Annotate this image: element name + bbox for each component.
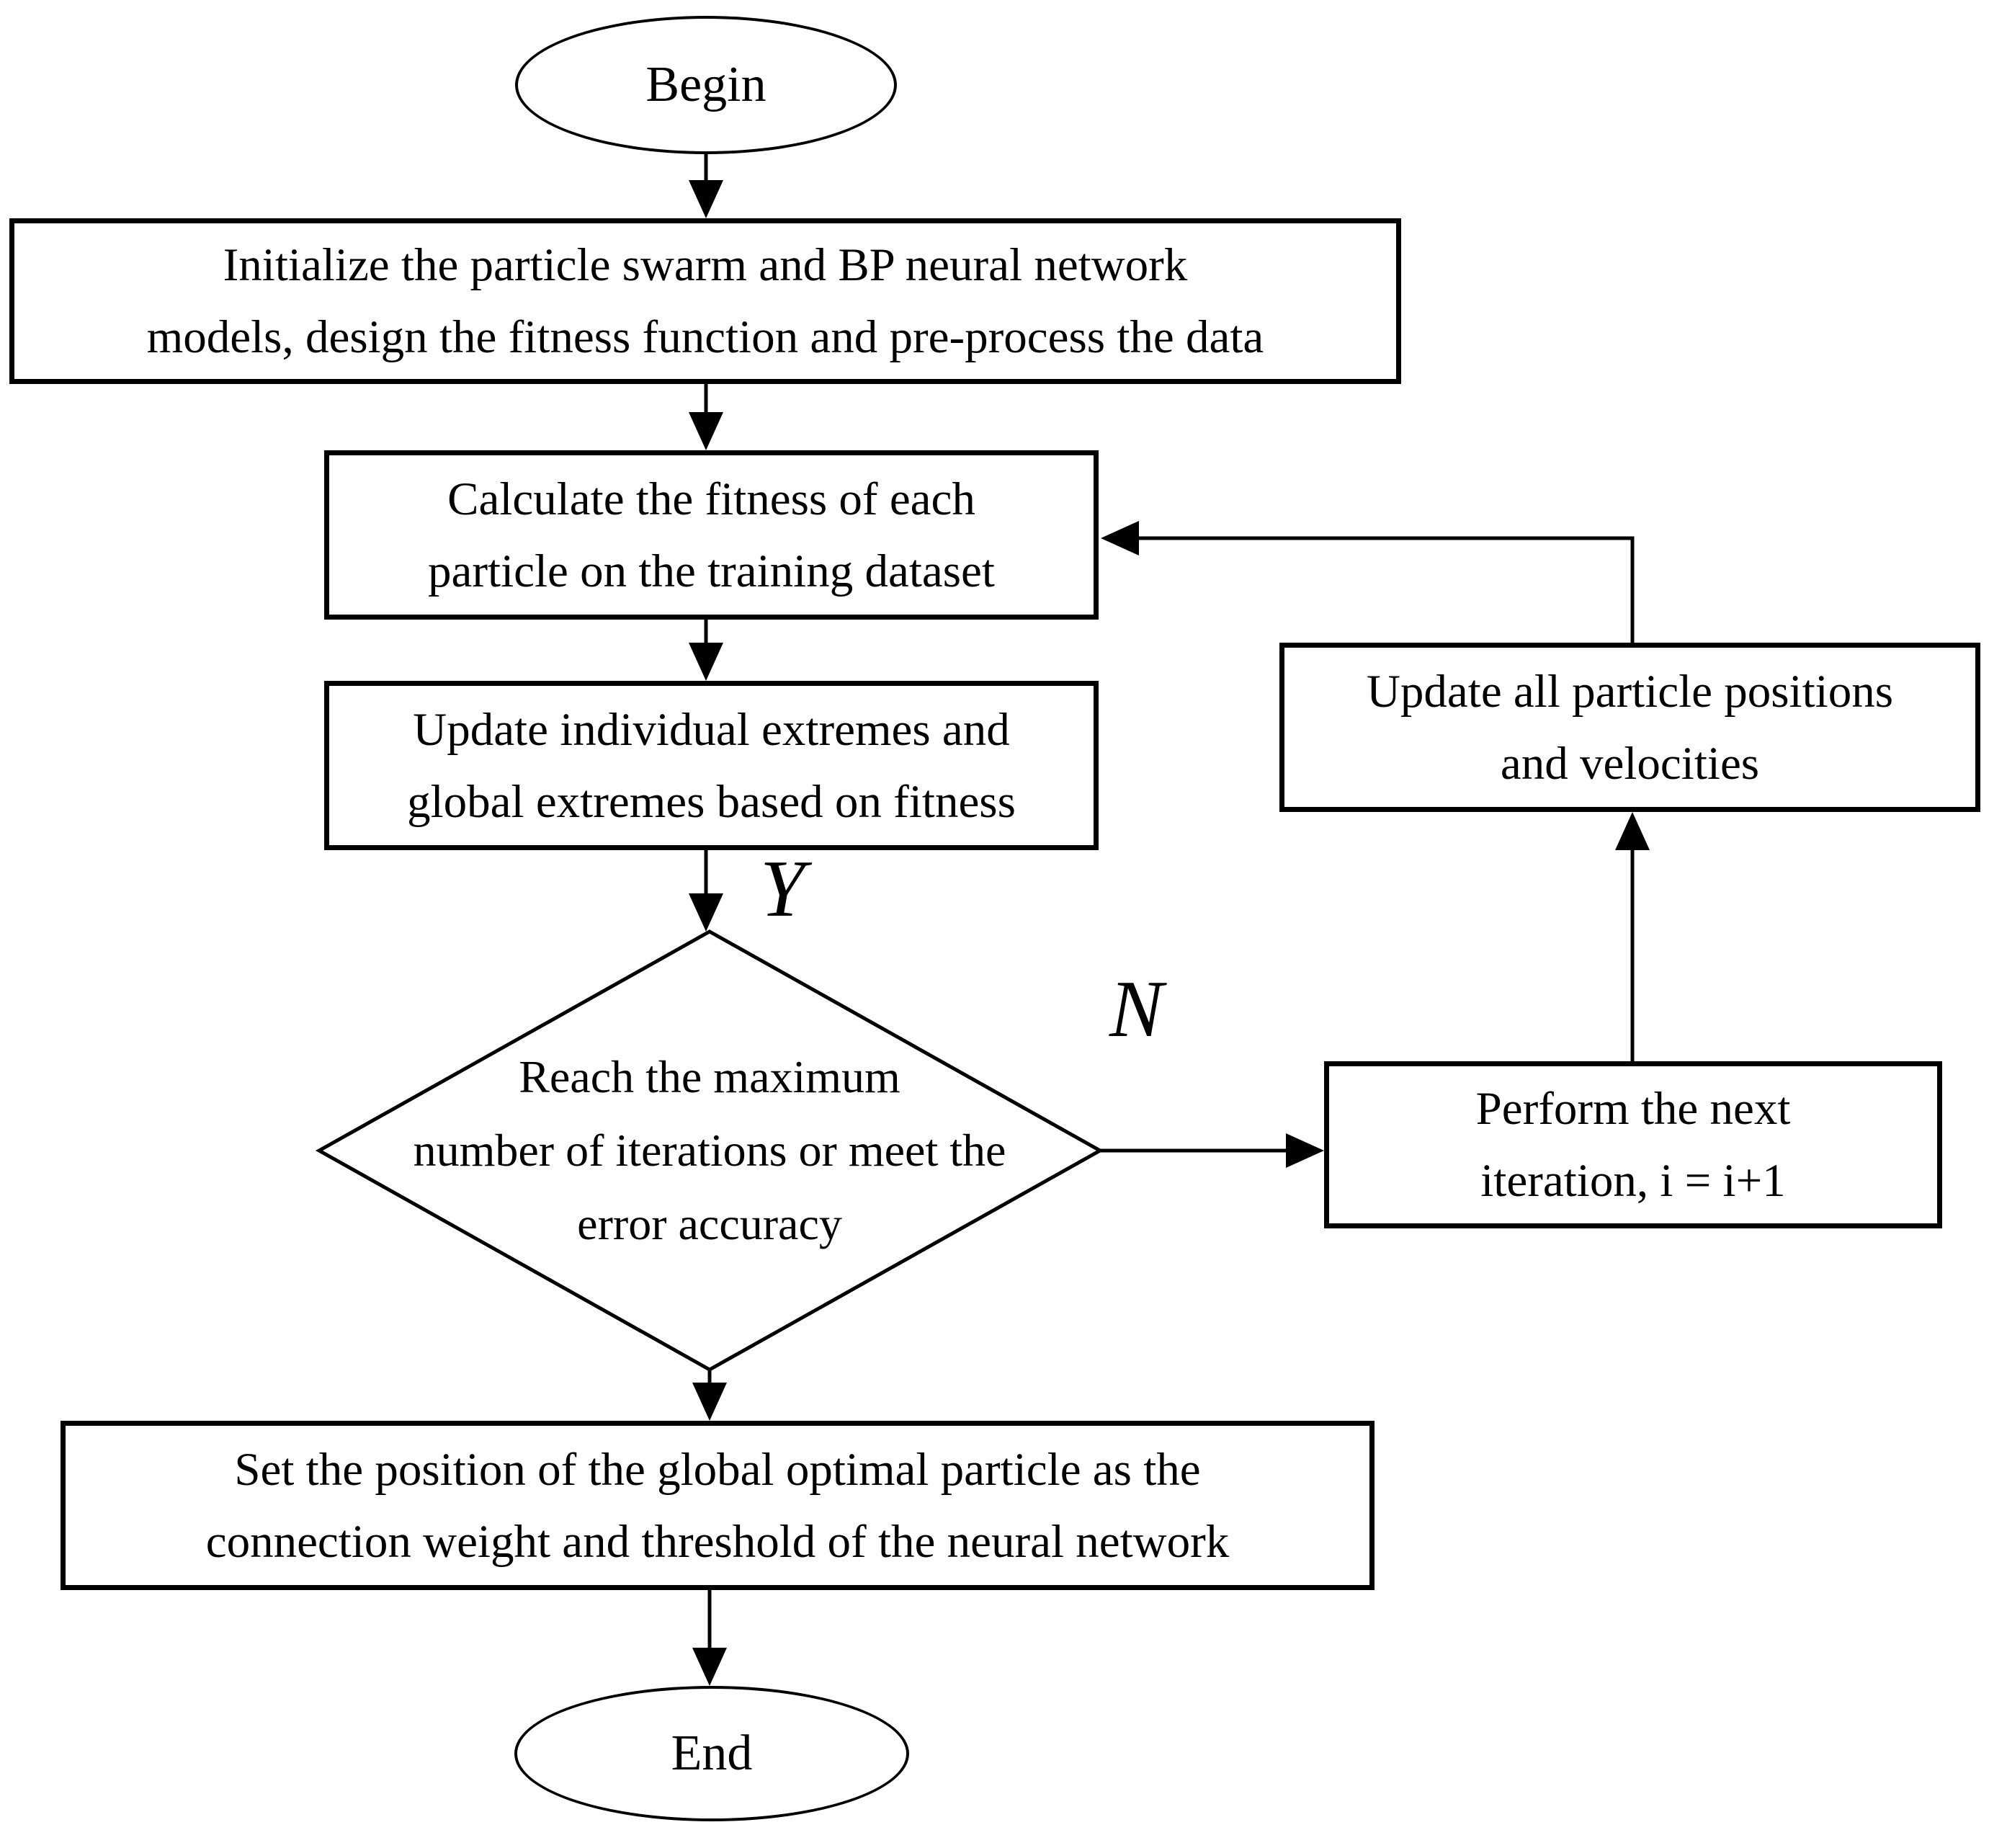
- edge-decision-to-set-position: [692, 1370, 727, 1421]
- next-iteration-line-1: Perform the next: [1475, 1083, 1791, 1135]
- calculate-fitness-line-2: particle on the training dataset: [428, 545, 995, 597]
- initialize-line-1: Initialize the particle swarm and BP neu…: [223, 239, 1188, 291]
- edge-set-position-to-end: [692, 1590, 727, 1686]
- update-extremes-line-1: Update individual extremes and: [413, 703, 1010, 756]
- set-position-process: Set the position of the global optimal p…: [61, 1421, 1375, 1590]
- update-extremes-line-2: global extremes based on fitness: [407, 775, 1016, 828]
- initialize-process: Initialize the particle swarm and BP neu…: [9, 218, 1401, 384]
- termination-check-line-2: number of iterations or meet the: [413, 1125, 1006, 1176]
- edge-calculate-to-update-extremes: [689, 620, 723, 681]
- edge-update-extremes-to-decision: [689, 850, 723, 932]
- yes-branch-label: Y: [760, 844, 805, 934]
- begin-terminator: Begin: [515, 16, 897, 154]
- termination-check-line-1: Reach the maximum: [519, 1051, 900, 1102]
- set-position-line-1: Set the position of the global optimal p…: [234, 1443, 1201, 1496]
- update-extremes-process: Update individual extremes and global ex…: [324, 681, 1099, 850]
- edge-decision-to-next-iteration: [1100, 1133, 1324, 1168]
- next-iteration-line-2: iteration, i = i+1: [1480, 1155, 1786, 1207]
- edge-update-particles-to-calculate: [1101, 521, 1635, 643]
- calculate-fitness-process: Calculate the fitness of each particle o…: [324, 450, 1099, 620]
- initialize-line-2: models, design the fitness function and …: [146, 311, 1264, 363]
- edge-begin-to-initialize: [689, 153, 723, 218]
- set-position-line-2: connection weight and threshold of the n…: [205, 1515, 1230, 1568]
- update-particles-process: Update all particle positions and veloci…: [1279, 643, 1980, 812]
- termination-check-line-3: error accuracy: [577, 1198, 842, 1249]
- update-particles-line-1: Update all particle positions: [1366, 665, 1894, 718]
- next-iteration-process: Perform the next iteration, i = i+1: [1324, 1061, 1942, 1228]
- end-label: End: [671, 1726, 753, 1781]
- edge-initialize-to-calculate: [689, 384, 723, 450]
- termination-check-decision: Reach the maximum number of iterations o…: [313, 1040, 1106, 1261]
- end-terminator: End: [514, 1686, 909, 1821]
- begin-label: Begin: [645, 57, 766, 112]
- update-particles-line-2: and velocities: [1500, 737, 1760, 790]
- no-branch-label: N: [1109, 965, 1163, 1054]
- calculate-fitness-line-1: Calculate the fitness of each: [447, 473, 975, 525]
- edge-next-iteration-to-update-particles: [1615, 812, 1650, 1061]
